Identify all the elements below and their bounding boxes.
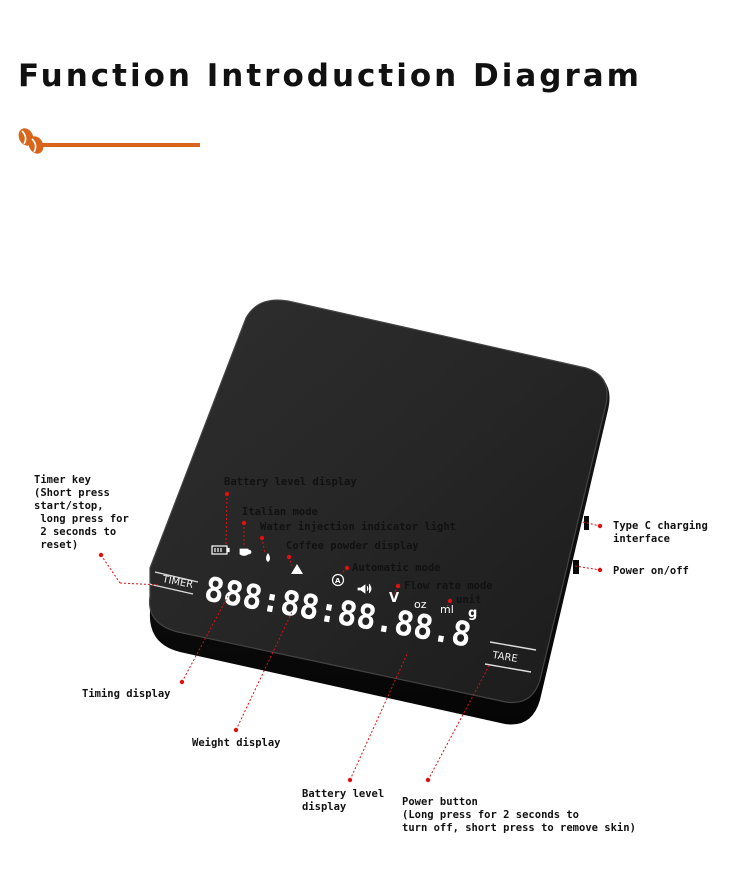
callout-type-c: Type C charging interface — [613, 520, 708, 545]
callout-timing-display: Timing display — [82, 688, 171, 700]
sound-icon — [357, 583, 372, 594]
callout-automatic-mode: Automatic mode — [352, 562, 441, 574]
callout-italian-mode: Italian mode — [242, 506, 318, 518]
title-underline — [42, 143, 200, 147]
unit-ml: ml — [440, 603, 454, 616]
power-switch — [573, 560, 579, 574]
scale-bezel — [148, 299, 608, 704]
callout-timer-key: Timer key (Short press start/stop, long … — [34, 474, 129, 551]
callout-power-button: Power button (Long press for 2 seconds t… — [402, 796, 636, 834]
scale-top-face — [149, 300, 608, 703]
page-title: Function Introduction Diagram — [18, 58, 642, 94]
callout-flow-rate-mode: Flow rate mode — [404, 580, 493, 592]
callout-power-onoff: Power on/off — [613, 565, 689, 577]
svg-text:A: A — [335, 577, 341, 585]
unit-oz: oz — [414, 598, 427, 611]
espresso-cup-icon — [239, 548, 252, 556]
callout-water-injection: Water injection indicator light — [260, 521, 456, 533]
callout-coffee-powder: Coffee powder display — [286, 540, 419, 552]
callout-weight-display: Weight display — [192, 737, 281, 749]
callout-battery-level-bottom: Battery level display — [302, 788, 385, 813]
battery-icon — [211, 545, 230, 555]
unit-g: g — [468, 606, 477, 621]
coffee-powder-icon — [291, 564, 303, 574]
flow-symbol: V — [389, 591, 399, 606]
callout-unit: unit — [456, 594, 482, 606]
tare-key-label: TARE — [491, 650, 519, 665]
coffee-bean-icon — [18, 128, 44, 154]
type-c-port — [584, 516, 589, 530]
water-drop-icon — [266, 553, 270, 562]
callout-battery-level-top: Battery level display — [224, 476, 357, 488]
automatic-mode-icon — [331, 573, 345, 587]
